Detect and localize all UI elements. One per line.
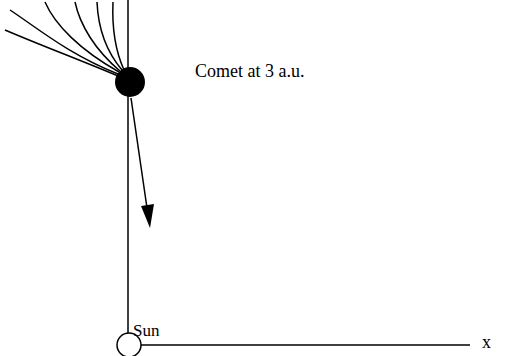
x-axis	[141, 344, 470, 346]
arrow-head	[141, 204, 154, 228]
y-axis	[127, 0, 129, 333]
comet-nucleus	[115, 67, 145, 97]
comet-tail	[5, 2, 124, 76]
sun-label: Sun	[133, 322, 159, 339]
comet-label: Comet at 3 a.u.	[195, 62, 304, 80]
axis-label: x	[482, 333, 491, 351]
velocity-arrow	[131, 98, 147, 208]
